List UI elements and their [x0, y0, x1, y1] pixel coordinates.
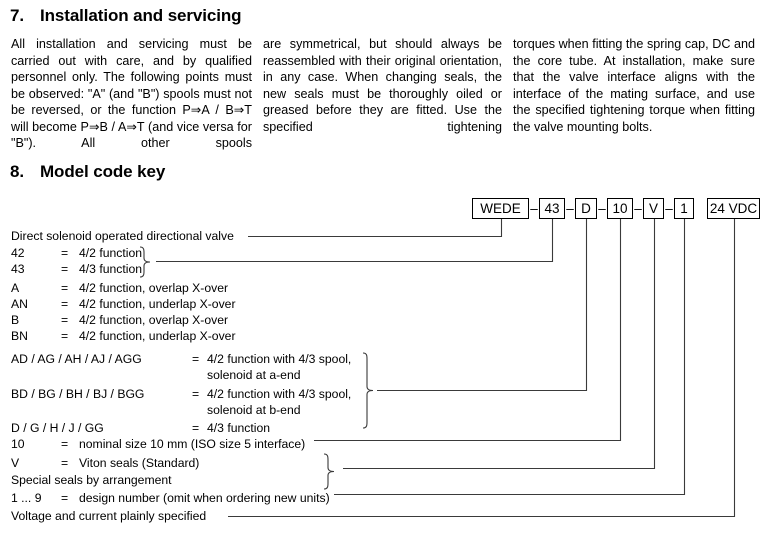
key-row-code: 42 — [11, 246, 25, 260]
brace-42-43 — [139, 246, 151, 278]
key-row-description: solenoid at a-end — [207, 368, 301, 382]
model-code-separator: – — [530, 201, 538, 216]
body-column-2: are symmetrical, but should always be re… — [263, 36, 502, 152]
body-column-3: torques when fitting the spring cap, DC … — [513, 36, 755, 135]
leader-seals — [343, 219, 656, 470]
key-row-equals: = — [61, 491, 69, 505]
model-code-separator: – — [634, 201, 642, 216]
key-row-code: AN — [11, 297, 28, 311]
key-row-code: A — [11, 281, 20, 295]
key-row-equals: = — [61, 297, 69, 311]
body-paragraph-2: are symmetrical, but should always be re… — [263, 37, 502, 134]
leader-design-number — [334, 219, 686, 496]
section-7-title: Installation and servicing — [40, 6, 242, 25]
body-paragraph-1: All installation and servicing must be c… — [11, 37, 252, 150]
section-8-heading: 8. Model code key — [10, 162, 165, 182]
key-row-description: Direct solenoid operated directional val… — [11, 229, 234, 243]
key-row-description: design number (omit when ordering new un… — [79, 491, 330, 505]
key-row-code: D / G / H / J / GG — [11, 421, 104, 435]
key-row-equals: = — [61, 437, 69, 451]
body-paragraph-3: torques when fitting the spring cap, DC … — [513, 37, 755, 134]
leader-direct-valve — [248, 219, 503, 238]
model-code-box-43[interactable]: 43 — [539, 198, 565, 219]
key-row-code: AD / AG / AH / AJ / AGG — [11, 352, 142, 366]
key-row-equals: = — [61, 246, 69, 260]
key-row-code: B — [11, 313, 20, 327]
model-code-box-24-vdc[interactable]: 24 VDC — [707, 198, 760, 219]
key-row-description: solenoid at b-end — [207, 403, 301, 417]
key-row-code: 43 — [11, 262, 25, 276]
key-row-description: 4/2 function — [79, 246, 143, 260]
brace-seals — [323, 453, 335, 490]
key-row-code: 1 ... 9 — [11, 491, 42, 505]
model-code-box-d[interactable]: D — [575, 198, 597, 219]
leader-nominal-size — [314, 219, 622, 442]
brace-ad-bd-d — [362, 352, 374, 429]
section-8-title: Model code key — [40, 162, 166, 181]
key-row-description: 4/2 function, underlap X-over — [79, 329, 236, 343]
key-row-description: Voltage and current plainly specified — [11, 509, 207, 523]
key-row-equals: = — [61, 281, 69, 295]
key-row-description: Viton seals (Standard) — [79, 456, 200, 470]
key-row-equals: = — [61, 329, 69, 343]
key-row-code: 10 — [11, 437, 25, 451]
key-row-description: 4/3 function — [79, 262, 143, 276]
key-row-description: 4/2 function, underlap X-over — [79, 297, 236, 311]
key-row-description: 4/2 function, overlap X-over — [79, 281, 229, 295]
model-code-separator: – — [566, 201, 574, 216]
key-row-equals: = — [61, 262, 69, 276]
key-row-description: 4/2 function, overlap X-over — [79, 313, 229, 327]
key-row-equals: = — [61, 456, 69, 470]
section-7-heading: 7. Installation and servicing — [10, 6, 242, 26]
model-code-box-wede[interactable]: WEDE — [472, 198, 529, 219]
leader-spool — [377, 219, 588, 392]
model-code-separator: – — [598, 201, 606, 216]
key-row-description: 4/2 function with 4/3 spool, — [207, 387, 352, 401]
key-row-equals: = — [192, 421, 200, 435]
key-row-code: V — [11, 456, 20, 470]
leader-voltage — [228, 219, 736, 518]
key-row-description: 4/3 function — [207, 421, 271, 435]
key-row-description: 4/2 function with 4/3 spool, — [207, 352, 352, 366]
key-row-equals: = — [192, 387, 200, 401]
key-row-equals: = — [192, 352, 200, 366]
section-7-number: 7. — [10, 6, 24, 25]
model-code-box-1[interactable]: 1 — [674, 198, 694, 219]
key-row-code: BD / BG / BH / BJ / BGG — [11, 387, 145, 401]
key-row-code: BN — [11, 329, 28, 343]
key-row-equals: = — [61, 313, 69, 327]
model-code-separator: – — [665, 201, 673, 216]
body-column-1: All installation and servicing must be c… — [11, 36, 252, 168]
key-row-description: nominal size 10 mm (ISO size 5 interface… — [79, 437, 306, 451]
model-code-box-v[interactable]: V — [643, 198, 664, 219]
model-code-box-10[interactable]: 10 — [607, 198, 633, 219]
section-8-number: 8. — [10, 162, 24, 181]
key-row-description: Special seals by arrangement — [11, 473, 172, 487]
